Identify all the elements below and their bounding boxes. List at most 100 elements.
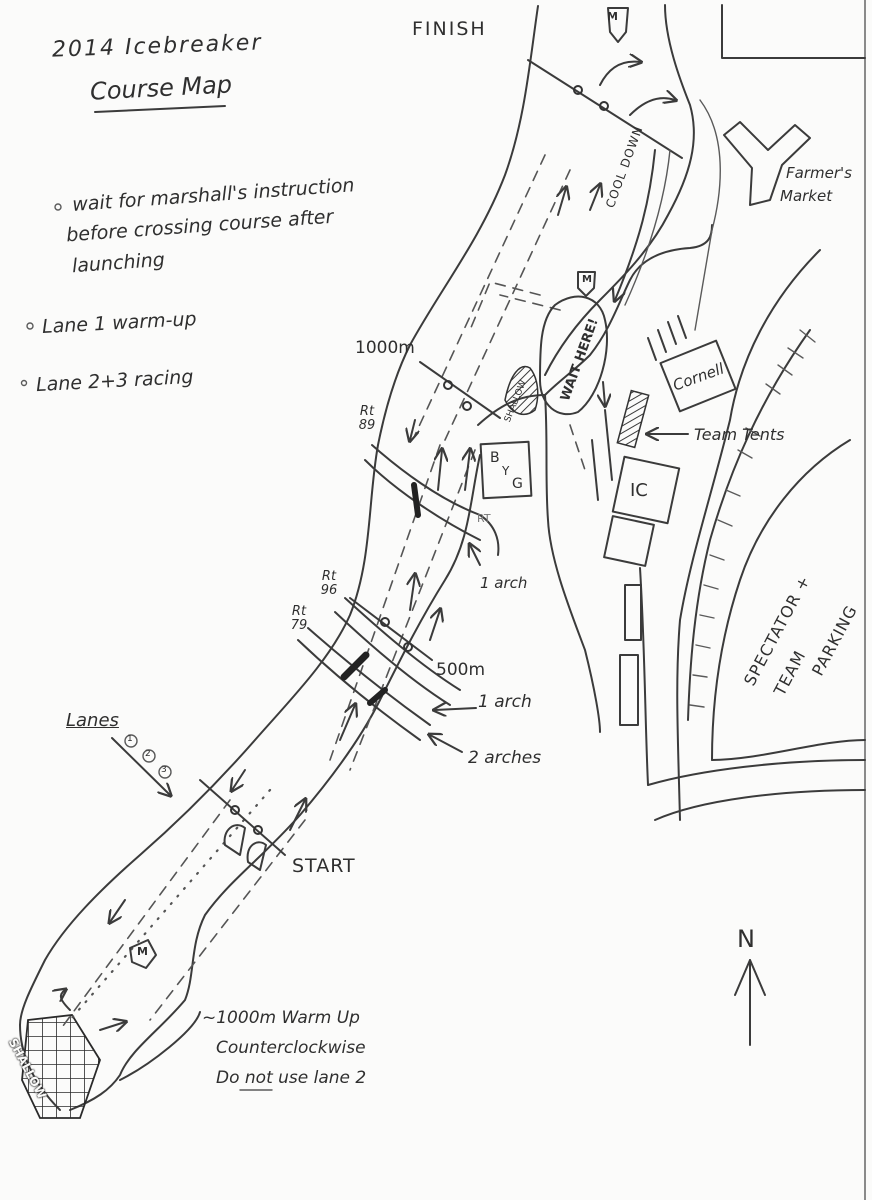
cool-down-arrow-outline [624, 149, 671, 306]
north-arrow-head [734, 959, 766, 996]
rt79-arch [367, 687, 388, 706]
bullet [26, 322, 34, 330]
river-east-bank-lower [69, 454, 481, 1111]
team-tents-label: Team Tents [694, 425, 785, 444]
1000m-line [419, 361, 501, 419]
starting-boat [223, 824, 246, 856]
road-edge [639, 567, 649, 786]
warmup-direction-arrow [232, 769, 246, 790]
lanes-arrow [111, 737, 170, 795]
rt96-label: Rt 96 [320, 569, 338, 598]
rt79-label: Rt 79 [290, 604, 308, 633]
pointer-arrow [470, 545, 480, 566]
ic-boathouse [611, 455, 681, 525]
1000m-buoy [443, 380, 453, 390]
launch-arrow [603, 381, 605, 405]
race-direction-arrow [558, 188, 566, 216]
byg-label: Y [502, 464, 510, 478]
lanes-label: Lanes [66, 710, 119, 731]
team-tents-area [616, 389, 650, 449]
warmup-note: Do not use lane 2 [216, 1068, 367, 1088]
river-west-bank [19, 5, 539, 1026]
launch-crossing-path [499, 294, 561, 311]
shoreline-east [694, 99, 721, 331]
lane-number: 2 [145, 749, 151, 759]
rt79-bridge [307, 627, 431, 726]
race-direction-arrow [410, 575, 415, 611]
boat-trailer [624, 584, 642, 641]
dock [591, 439, 599, 501]
warmup-direction-arrow [99, 1022, 125, 1030]
inlet-bank-east [544, 224, 713, 396]
title-underline [94, 105, 226, 113]
race-direction-arrow [589, 185, 600, 211]
lane-divider [349, 449, 476, 771]
railroad [687, 329, 811, 721]
boat-racks [647, 315, 687, 361]
race-direction-arrow [438, 450, 442, 491]
warmup-note: Counterclockwise [216, 1038, 366, 1058]
shallow-area-south [21, 1014, 101, 1119]
start-label: START [292, 855, 356, 877]
road-edge [654, 789, 866, 821]
rt96-bridge [334, 611, 451, 706]
marshal-boat-north [607, 7, 629, 43]
rt89-bridge [364, 459, 481, 541]
lane-marker [124, 734, 138, 748]
lane-centerline [68, 788, 272, 1022]
turnaround-arrow [61, 990, 71, 1011]
inlet-bank [477, 394, 601, 733]
lane-divider [329, 444, 441, 761]
shallow-area-north [504, 365, 539, 416]
rt89-label: Rt 89 [358, 404, 376, 433]
launch-crossing-path [469, 281, 541, 331]
marshal-label: M [582, 274, 592, 285]
byg-label: G [512, 476, 523, 492]
wait-here-zone [539, 295, 608, 416]
start-line [199, 779, 286, 856]
exit-arrow [599, 62, 640, 86]
lane-divider [414, 154, 546, 436]
two-arches-label: 2 arches [468, 748, 542, 768]
1000m-buoy [462, 401, 472, 411]
lane-marker [158, 765, 172, 779]
1000m-label: 1000m [355, 338, 415, 358]
lane-number: 3 [161, 765, 167, 775]
start-buoy [230, 805, 240, 815]
one-arch-label: 1 arch [478, 692, 532, 712]
byg-boathouse [479, 440, 533, 500]
bullet [54, 203, 62, 211]
farmers-market-label: Farmer's [786, 164, 852, 182]
race-direction-arrow [465, 450, 470, 491]
railroad-ties [689, 329, 816, 708]
start-buoy [253, 825, 263, 835]
building-outline [721, 4, 866, 59]
500m-label: 500m [436, 660, 486, 680]
starting-boat [246, 841, 267, 871]
finish-buoy [573, 85, 583, 95]
ic-annex [603, 515, 655, 567]
lane-divider [444, 169, 571, 441]
marshal-label: M [137, 945, 148, 958]
500m-line [349, 597, 433, 661]
warmup-direction-arrow [110, 899, 126, 922]
finish-buoy [599, 101, 609, 111]
marshal-boat-wait [577, 271, 596, 297]
farmers-market-building [723, 121, 811, 206]
cornell-boathouse [659, 339, 737, 413]
farmers-market-label: Market [780, 187, 833, 205]
race-direction-arrow [429, 610, 440, 641]
pointer-arrow [430, 735, 463, 753]
rt89-arch [411, 482, 421, 518]
one-arch-label: 1 arch [480, 574, 528, 592]
marshal-label: M [607, 10, 618, 23]
finish-label: FINISH [412, 18, 487, 40]
exit-arrow [629, 98, 675, 116]
500m-buoy [380, 617, 390, 627]
rt89-bridge [371, 444, 500, 556]
boat-trailer [619, 654, 639, 726]
rt79-bridge [297, 639, 421, 741]
cool-down-arrow [615, 149, 656, 300]
